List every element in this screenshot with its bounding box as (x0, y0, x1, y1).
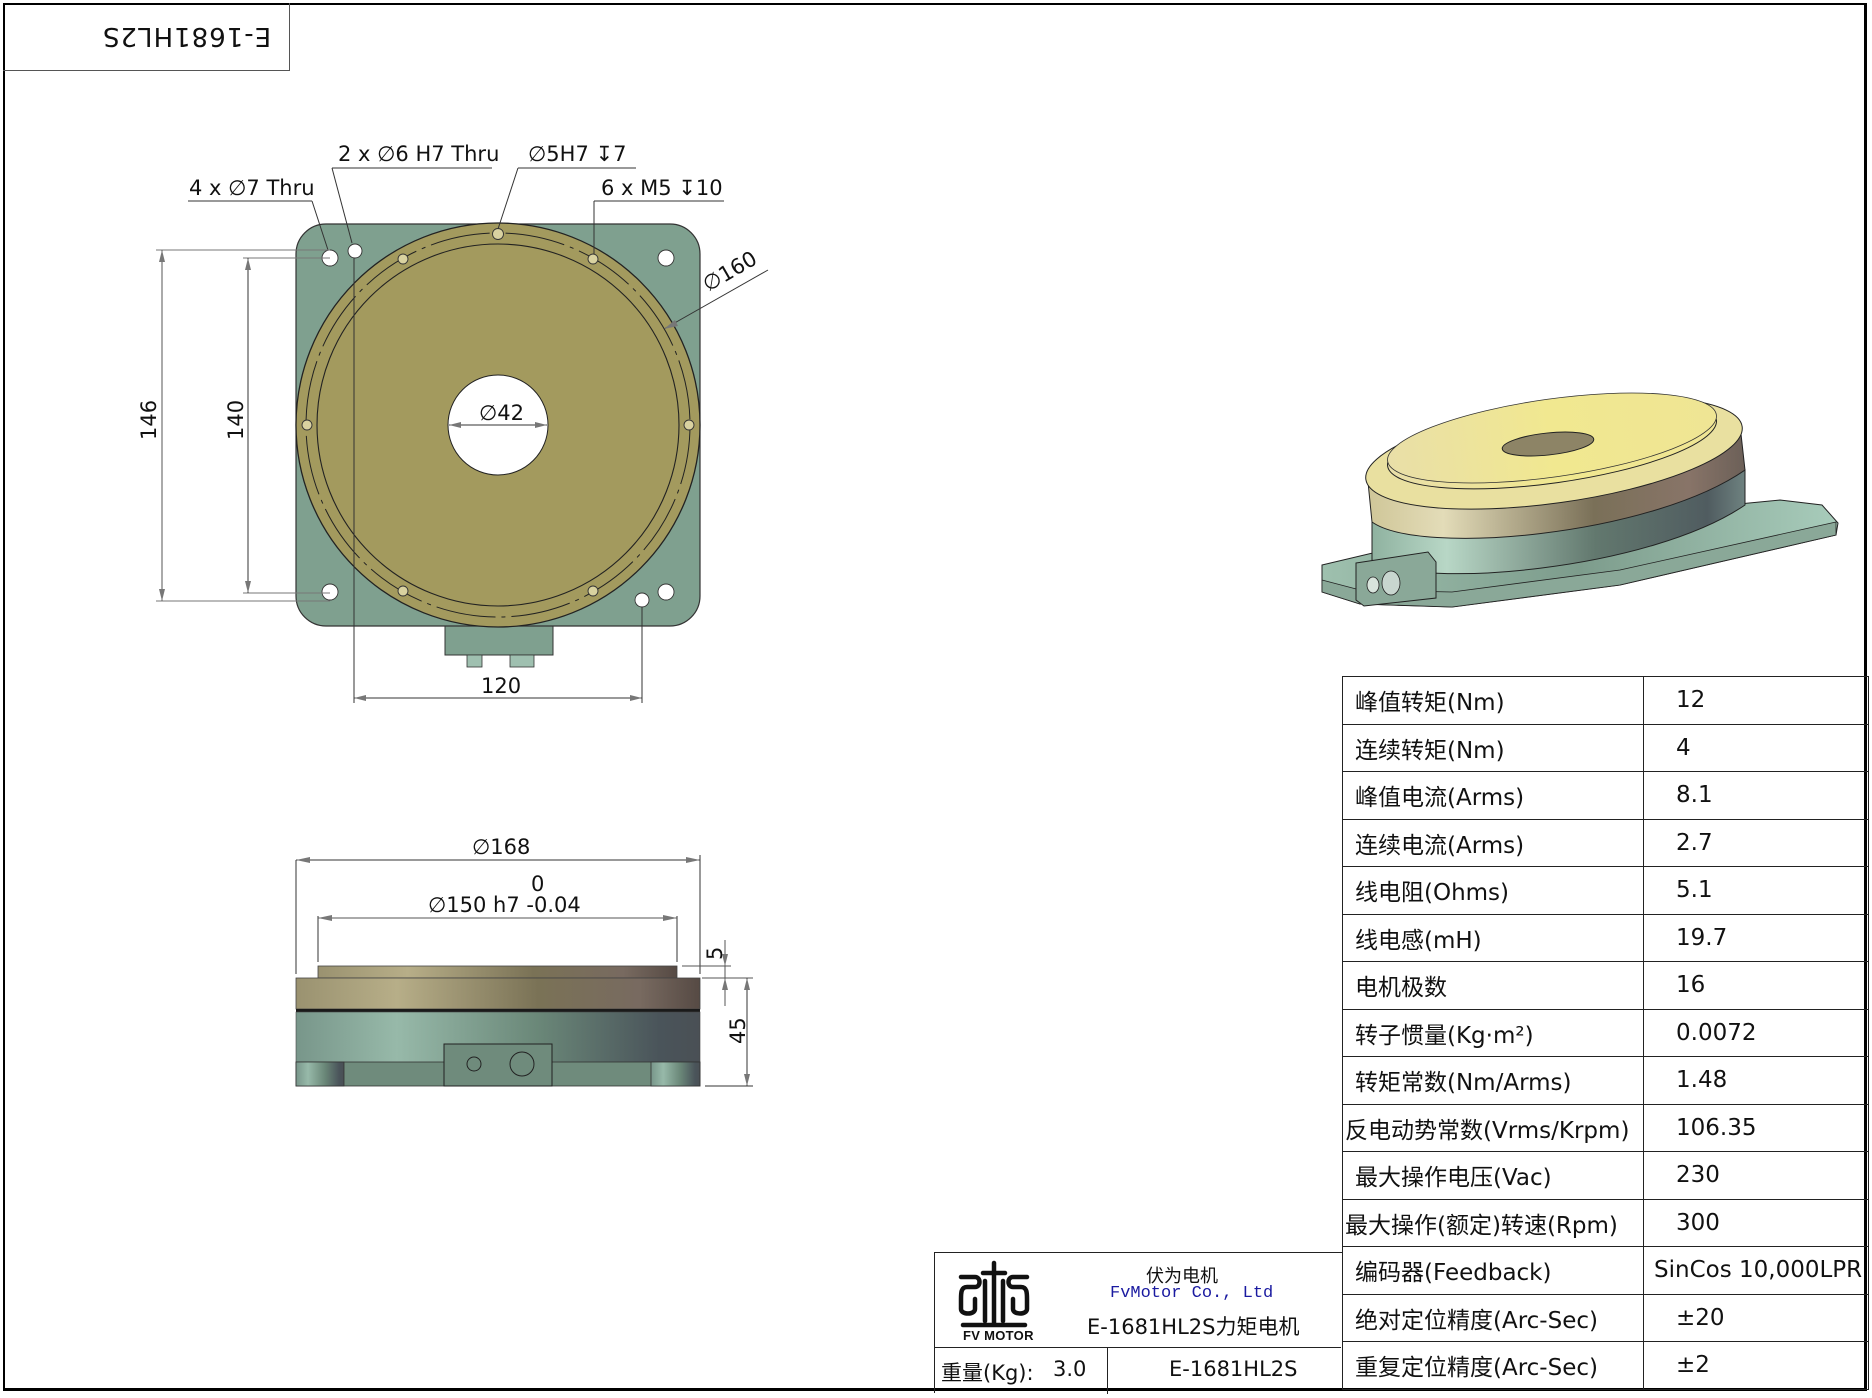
spec-label: 最大操作电压(Vac) (1342, 1151, 1644, 1200)
mount-holes-label: 4 x ∅7 Thru (189, 176, 315, 200)
pilot-height-label: 5 (703, 947, 727, 960)
overall-height-label: 146 (137, 400, 161, 440)
spec-label: 连续电流(Arms) (1342, 818, 1644, 867)
spec-value: 1.48 (1643, 1056, 1869, 1105)
spec-value: 2.7 (1643, 818, 1869, 867)
spec-value: 5.1 (1643, 866, 1869, 915)
weight-label: 重量(Kg): (941, 1361, 1034, 1385)
weight-value: 3.0 (1053, 1357, 1087, 1381)
spec-value: 230 (1643, 1151, 1869, 1200)
hole-spacing-vertical-label: 140 (224, 400, 248, 440)
spec-row: 线电阻(Ohms)5.1 (1342, 866, 1869, 915)
isometric-view (1321, 392, 1839, 608)
spec-value: 8.1 (1643, 771, 1869, 820)
spec-label: 重复定位精度(Arc-Sec) (1342, 1341, 1644, 1390)
spec-label: 峰值转矩(Nm) (1342, 676, 1644, 725)
spec-row: 峰值电流(Arms)8.1 (1342, 771, 1869, 820)
spec-value: 0.0072 (1643, 1008, 1869, 1057)
spec-label: 线电阻(Ohms) (1342, 866, 1644, 915)
logo-text: FV MOTOR (963, 1328, 1034, 1343)
tapped-holes-label: 6 x M5 ↧10 (601, 176, 723, 200)
spec-label: 线电感(mH) (1342, 913, 1644, 962)
title-block: FV MOTOR 伏为电机 FvMotor Co., Ltd E-1681HL2… (934, 1252, 1342, 1394)
pin-hole-label: ∅5H7 ↧7 (528, 142, 626, 166)
spec-row: 绝对定位精度(Arc-Sec)±20 (1342, 1293, 1869, 1342)
fv-motor-logo-icon (958, 1260, 1030, 1328)
part-number: E-1681HL2S (1169, 1357, 1298, 1381)
spec-label: 反电动势常数(Vrms/Krpm) (1342, 1103, 1644, 1152)
outer-diameter-label: ∅168 (472, 835, 530, 859)
top-view: ∅42 ∅160 4 x ∅7 Thru 2 x ∅6 H7 Thru ∅5H7… (137, 142, 769, 703)
spec-label: 电机极数 (1342, 961, 1644, 1010)
spec-label: 绝对定位精度(Arc-Sec) (1342, 1293, 1644, 1342)
pilot-diameter-label: ∅150 h7 -0.04 (428, 893, 581, 917)
product-name: E-1681HL2S力矩电机 (1087, 1315, 1300, 1339)
spec-row: 峰值转矩(Nm)12 (1342, 676, 1869, 725)
spec-row: 连续电流(Arms)2.7 (1342, 818, 1869, 867)
part-number-tab: E-1681HL2S (3, 3, 290, 71)
spec-value: ±20 (1643, 1293, 1869, 1342)
spec-value: 106.35 (1643, 1103, 1869, 1152)
dowel-holes-label: 2 x ∅6 H7 Thru (338, 142, 499, 166)
spec-value: ±2 (1643, 1341, 1869, 1390)
side-view: ∅168 0 ∅150 h7 -0.04 5 45 (295, 835, 753, 1087)
title-block-header: FV MOTOR 伏为电机 FvMotor Co., Ltd E-1681HL2… (935, 1253, 1341, 1348)
spec-label: 转子惯量(Kg·m²) (1342, 1008, 1644, 1057)
company-name-cn: 伏为电机 (1146, 1266, 1218, 1287)
spec-value: SinCos 10,000LPR (1643, 1246, 1869, 1295)
spec-value: 300 (1643, 1198, 1869, 1247)
spec-label: 连续转矩(Nm) (1342, 723, 1644, 772)
spec-value: 12 (1643, 676, 1869, 725)
spec-label: 峰值电流(Arms) (1342, 771, 1644, 820)
spec-label: 编码器(Feedback) (1342, 1246, 1644, 1295)
spec-row: 反电动势常数(Vrms/Krpm)106.35 (1342, 1103, 1869, 1152)
spec-row: 转子惯量(Kg·m²)0.0072 (1342, 1008, 1869, 1057)
spec-row: 编码器(Feedback)SinCos 10,000LPR (1342, 1246, 1869, 1295)
spec-row: 连续转矩(Nm)4 (1342, 723, 1869, 772)
spec-value: 19.7 (1643, 913, 1869, 962)
spec-label: 最大操作(额定)转速(Rpm) (1342, 1198, 1644, 1247)
title-block-divider (1107, 1347, 1108, 1394)
spec-row: 转矩常数(Nm/Arms)1.48 (1342, 1056, 1869, 1105)
bore-diameter-label: ∅42 (479, 401, 524, 425)
spec-row: 最大操作电压(Vac)230 (1342, 1151, 1869, 1200)
spec-table: 峰值转矩(Nm)12 连续转矩(Nm)4 峰值电流(Arms)8.1 连续电流(… (1342, 676, 1869, 1390)
spec-value: 16 (1643, 961, 1869, 1010)
spec-row: 线电感(mH)19.7 (1342, 913, 1869, 962)
hole-spacing-horizontal-label: 120 (481, 674, 521, 698)
spec-value: 4 (1643, 723, 1869, 772)
spec-label: 转矩常数(Nm/Arms) (1342, 1056, 1644, 1105)
rotor-diameter-label: ∅160 (699, 246, 762, 296)
spec-row: 最大操作(额定)转速(Rpm)300 (1342, 1198, 1869, 1247)
overall-height-side-label: 45 (726, 1017, 750, 1044)
spec-row: 重复定位精度(Arc-Sec)±2 (1342, 1341, 1869, 1390)
pilot-tolerance-upper-label: 0 (531, 872, 544, 896)
company-name-en: FvMotor Co., Ltd (1110, 1284, 1274, 1303)
